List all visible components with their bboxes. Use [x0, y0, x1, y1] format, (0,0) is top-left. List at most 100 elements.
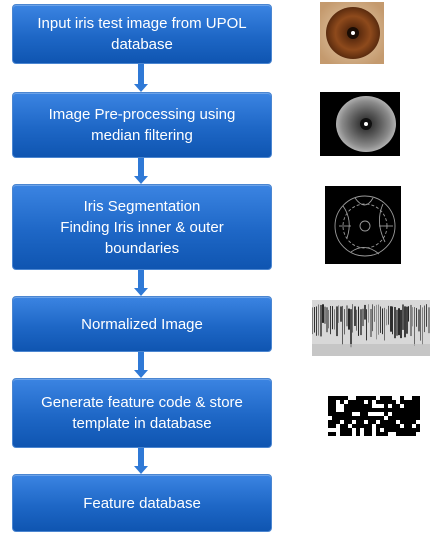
strip-texture-line: [404, 306, 406, 337]
binary-code-cell: [404, 400, 408, 404]
binary-code-cell: [408, 400, 412, 404]
binary-code-cell: [360, 404, 364, 408]
binary-code-cell: [400, 428, 404, 432]
binary-code-cell: [348, 400, 352, 404]
binary-code-cell: [404, 416, 408, 420]
connector-line-5: [138, 448, 144, 466]
binary-code-cell: [348, 432, 352, 436]
connector-arrowhead-4: [134, 370, 148, 378]
binary-code-cell: [348, 428, 352, 432]
strip-texture-line: [410, 305, 412, 336]
strip-texture-line: [372, 304, 373, 331]
binary-code-cell: [352, 404, 356, 408]
binary-feature-code-image: [316, 388, 430, 440]
strip-texture-line: [348, 309, 350, 330]
binary-code-cell: [392, 416, 396, 420]
binary-code-cell: [392, 400, 396, 404]
binary-code-cell: [344, 428, 348, 432]
binary-code-cell: [388, 400, 392, 404]
binary-code-cell: [368, 408, 372, 412]
binary-code-cell: [332, 432, 336, 436]
binary-code-cell: [408, 420, 412, 424]
binary-code-cell: [340, 428, 344, 432]
binary-code-cell: [348, 412, 352, 416]
strip-texture-line: [426, 304, 427, 327]
binary-code-cell: [360, 400, 364, 404]
binary-code-cell: [364, 408, 368, 412]
binary-code-cell: [396, 432, 400, 436]
binary-code-cell: [416, 408, 420, 412]
strip-texture-line: [358, 307, 359, 336]
binary-code-cell: [416, 396, 420, 400]
color-iris-image: [320, 2, 384, 64]
binary-code-cell: [416, 416, 420, 420]
binary-code-cell: [368, 420, 372, 424]
binary-code-cell: [400, 396, 404, 400]
binary-code-cell: [340, 396, 344, 400]
binary-code-cell: [412, 404, 416, 408]
binary-code-cell: [332, 416, 336, 420]
strip-texture-line: [374, 306, 375, 322]
color-iris-icon: [320, 2, 384, 64]
binary-code-cell: [384, 412, 388, 416]
binary-code-cell: [372, 420, 376, 424]
binary-code-cell: [372, 408, 376, 412]
connector-line-4: [138, 352, 144, 370]
normalized-iris-strip-image: [312, 300, 430, 356]
binary-code-cell: [340, 416, 344, 420]
binary-code-cell: [404, 420, 408, 424]
strip-texture-line: [422, 307, 423, 344]
binary-code-cell: [416, 412, 420, 416]
strip-texture-line: [402, 304, 404, 329]
binary-code-cell: [368, 396, 372, 400]
binary-code-cell: [344, 416, 348, 420]
strip-texture-line: [356, 310, 357, 331]
binary-code-cell: [328, 400, 332, 404]
strip-texture-line: [412, 307, 413, 326]
binary-code-cell: [384, 432, 388, 436]
grayscale-iris-icon: [320, 92, 400, 156]
binary-code-cell: [332, 400, 336, 404]
binary-code-cell: [356, 400, 360, 404]
binary-code-cell: [376, 424, 380, 428]
binary-code-cell: [408, 408, 412, 412]
binary-code-cell: [380, 396, 384, 400]
binary-code-cell: [352, 408, 356, 412]
strip-texture-line: [376, 305, 377, 340]
binary-code-cell: [384, 404, 388, 408]
strip-texture-line: [380, 306, 381, 332]
binary-code-cell: [412, 420, 416, 424]
binary-code-cell: [328, 432, 332, 436]
binary-code-cell: [340, 412, 344, 416]
binary-code-cell: [368, 416, 372, 420]
binary-code-cell: [344, 412, 348, 416]
binary-code-cell: [412, 416, 416, 420]
strip-texture-line: [332, 306, 333, 329]
strip-texture-line: [362, 309, 364, 326]
binary-code-cell: [416, 428, 420, 432]
binary-code-cell: [344, 408, 348, 412]
step-label-preprocessing: Image Pre-processing using median filter…: [49, 104, 236, 146]
binary-code-cell: [392, 420, 396, 424]
step-label-normalized: Normalized Image: [81, 314, 203, 335]
strip-texture-line: [382, 308, 383, 334]
strip-texture-line: [328, 310, 329, 328]
binary-code-cell: [356, 404, 360, 408]
binary-code-cell: [356, 416, 360, 420]
binary-code-cell: [368, 404, 372, 408]
binary-code-cell: [408, 424, 412, 428]
binary-code-cell: [384, 408, 388, 412]
grayscale-iris-image: [320, 92, 400, 156]
binary-code-cell: [340, 432, 344, 436]
binary-code-cell: [328, 412, 332, 416]
strip-texture-line: [338, 305, 339, 323]
step-box-input-image: Input iris test image from UPOL database: [12, 4, 272, 64]
binary-code-cell: [412, 412, 416, 416]
binary-code-cell: [332, 424, 336, 428]
binary-code-cell: [336, 412, 340, 416]
binary-code-cell: [348, 408, 352, 412]
strip-texture-line: [408, 306, 409, 321]
strip-texture-line: [336, 306, 338, 336]
binary-code-cell: [344, 404, 348, 408]
